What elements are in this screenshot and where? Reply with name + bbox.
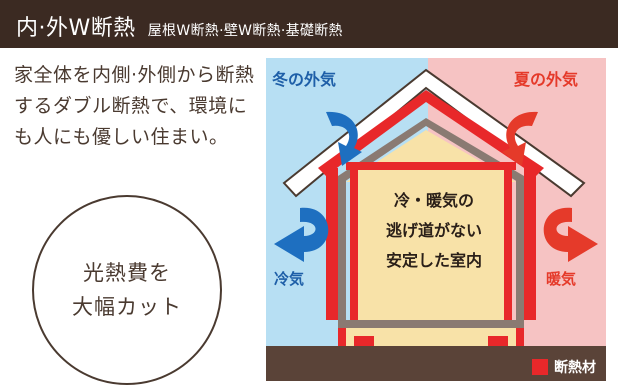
floor-frame xyxy=(338,320,524,328)
insulation-diagram: 冬の外気 夏の外気 冷気 暖気 冷・暖気の 逃げ道がない 安定した室内 断熱材 xyxy=(266,58,606,381)
interior-caption: 冷・暖気の 逃げ道がない 安定した室内 xyxy=(346,186,522,276)
foundation-insulation-left xyxy=(338,328,346,346)
roof xyxy=(282,68,586,198)
wall-inner-insulation-right xyxy=(504,170,512,322)
page-title: 内·外W断熱 xyxy=(16,16,136,41)
insulation-legend-label: 断熱材 xyxy=(554,360,596,376)
warm-air-arrow-icon xyxy=(543,207,598,262)
cold-air-label: 冷気 xyxy=(274,270,305,288)
cost-badge-line2: 大幅カット xyxy=(72,295,182,319)
cost-reduction-badge: 光熱費を 大幅カット xyxy=(32,195,222,385)
description-text: 家全体を内側·外側から断熱するダブル断熱で、環境にも人にも優しい住まい。 xyxy=(14,64,255,148)
winter-air-label: 冬の外気 xyxy=(272,70,337,89)
ceiling-insulation xyxy=(346,162,516,170)
foundation-insulation-inner-left xyxy=(354,336,374,346)
ground xyxy=(266,346,606,381)
wall-outer-insulation-right xyxy=(524,168,536,320)
summer-air-label: 夏の外気 xyxy=(514,70,579,89)
house-illustration xyxy=(266,58,606,381)
wall-outer-insulation-left xyxy=(326,168,338,320)
foundation-insulation-inner-right xyxy=(488,336,508,346)
warm-air-arrow-icon xyxy=(502,111,538,166)
cold-air-arrow-icon xyxy=(326,111,362,166)
crawl-space xyxy=(346,328,516,346)
foundation-insulation-right xyxy=(516,328,524,346)
interior-caption-line2: 逃げ道がない xyxy=(385,221,482,240)
cost-badge-line1: 光熱費を xyxy=(83,261,171,285)
interior-room xyxy=(358,170,504,320)
wall-inner-insulation-left xyxy=(350,170,358,322)
wall-frame-left xyxy=(338,176,346,324)
header-bar: 内·外W断熱 屋根W断熱·壁W断熱·基礎断熱 xyxy=(0,0,618,48)
warm-air-label: 暖気 xyxy=(546,270,577,288)
page-subtitle: 屋根W断熱·壁W断熱·基礎断熱 xyxy=(147,23,343,39)
interior-caption-line1: 冷・暖気の xyxy=(393,191,474,210)
insulation-swatch xyxy=(532,359,548,375)
cold-air-arrow-icon xyxy=(274,207,329,262)
interior-caption-line3: 安定した室内 xyxy=(385,251,482,270)
wall-frame-right xyxy=(516,176,524,324)
insulation-legend: 断熱材 xyxy=(532,357,596,377)
